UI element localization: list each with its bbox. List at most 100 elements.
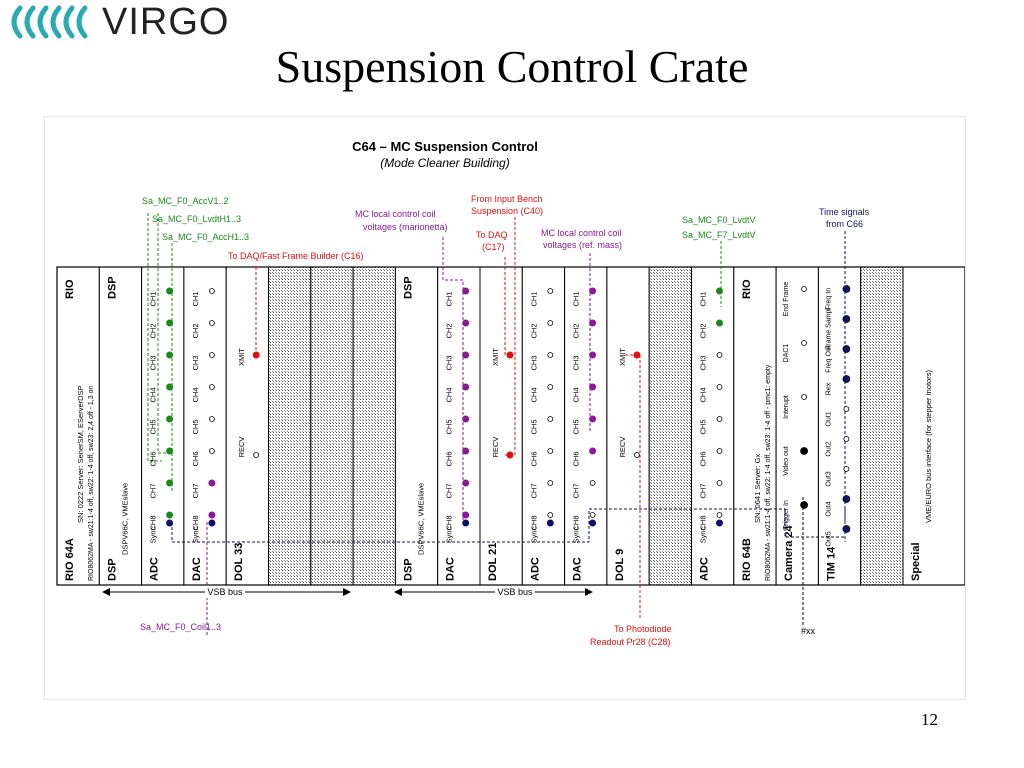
annotation-daq-c17-1: To DAQ [476,230,508,240]
annotation-mc-coil-1: MC local control coil [355,209,436,219]
annotation-acc-v: Sa_MC_F0_AccV1..2 [142,196,229,206]
empty-slot [860,266,904,586]
channel-port-adc-2-6 [547,448,554,454]
channel-dot-dac-2-5 [462,415,470,423]
io-dot-tim14-1 [842,285,851,293]
io-label-tim14-5: Out1 [825,411,832,426]
module-dol33 [225,266,269,586]
channel-label-dac-1-6: CH6 [191,451,200,466]
channel-dot-dac-3-4 [589,383,597,391]
channel-label-adc-1-8: CH8 [149,515,158,530]
io-label-tim14-2: Frame Sampl [825,308,832,350]
channel-dot-dac-3-6 [589,447,597,455]
channel-label-adc-2-6: CH6 [529,451,538,466]
channel-dot-adc-1-8 [166,511,174,519]
channel-port-adc-2-7 [547,480,554,486]
channel-port-dac-1-4 [208,384,215,390]
channel-label-dac-2-2: CH2 [445,323,454,338]
module-label-dac-2: DAC [445,557,457,581]
io-dot-tim14-3 [842,345,851,353]
crate-outline [56,266,965,586]
channel-label-dac-3-1: CH1 [572,291,581,306]
channel-label-adc-1-3: CH3 [149,355,158,370]
channel-label-adc-3-2: CH2 [699,323,708,338]
module-sub1-rio64b: SN: 0641 Server: Gx [753,454,762,523]
channel-port-dac-3-7 [589,480,596,486]
logo-text: VIRGO [102,0,230,43]
channel-label-dac-3-4: CH4 [572,387,581,402]
channel-label-dac-2-3: CH3 [445,355,454,370]
channel-port-adc-3-5 [716,416,723,422]
recv-port-dol9 [634,452,640,458]
channel-dot-adc-3-1 [716,287,723,295]
channel-port-adc-3-7 [716,480,723,486]
module-sub2-rio64a: RIO8062MA - sw21:1-4 off, sw22: 1-4 off,… [88,386,95,581]
annotation-lvdt-h: Sa_MC_F0_LvdtH1..3 [152,214,241,224]
annotation-coil: Sa_MC_F0_Coil1..3 [140,622,221,632]
xmit-label-dol33: XMIT [237,348,246,366]
channel-label-adc-1-4: CH4 [149,387,158,402]
channel-dot-dac-2-8 [462,511,470,519]
io-dot-tim14-5 [843,406,850,412]
connector-dots [166,285,851,533]
module-adc-3 [691,266,735,586]
diagram-title: C64 – MC Suspension Control [352,139,538,154]
io-dot-camera24-2 [801,340,807,346]
module-dac-3 [564,266,608,586]
module-sub1-special: VME/EURO bus interface (for stepper moto… [924,370,933,523]
module-sub1-rio64a: SN: 0222 Server: SenerSM, EServerDSP [76,385,85,523]
channel-port-dac-1-2 [208,320,215,326]
channel-label-dac-3-3: CH3 [572,355,581,370]
line-sync-bus [171,508,845,543]
channel-dot-dac-2-3 [462,351,470,359]
module-label-rio64b: RIO 64B [741,538,753,581]
crate-diagram: C64 – MC Suspension Control (Mode Cleane… [44,116,966,700]
sync-dot-adc-2 [546,519,554,527]
module-top-label-dsp-b: DSP [402,276,414,299]
io-label-camera24-2: DAC1 [783,344,790,363]
module-dac-1 [183,266,227,586]
channel-label-dac-3-7: CH7 [572,483,581,498]
module-top-label-rio64a: RIO [64,279,76,299]
channel-dot-dac-1-7 [208,479,216,487]
sync-dot-adc-3 [716,519,723,527]
channel-label-adc-3-7: CH7 [699,483,708,498]
module-label-special: Special [910,542,922,581]
io-dot-tim14-8 [842,495,851,503]
channel-port-adc-2-5 [547,416,554,422]
xmit-dot-dol21 [506,351,514,359]
module-label-dol33: DOL 33 [233,543,245,581]
channel-dot-dac-2-4 [462,383,470,391]
io-label-tim14-9: Out5 [825,531,832,546]
channel-label-dac-2-4: CH4 [445,387,454,402]
module-sub1-dsp-b: DSPV66C, VMEslave [416,483,425,555]
module-rio64b [733,266,777,586]
io-label-tim14-1: Freq In [825,288,832,310]
line-acc-v [147,213,162,462]
channel-label-adc-2-7: CH7 [529,483,538,498]
annotation-daq-c17-2: (C17) [482,242,505,252]
sync-label-adc-2: Sync [529,526,538,543]
recv-label-dol9: RECV [618,437,627,458]
annotation-acc-h: Sa_MC_F0_AccH1..3 [162,232,249,242]
channel-label-adc-1-5: CH5 [149,419,158,434]
slide-title: Suspension Control Crate [275,41,749,92]
channel-dot-dac-3-2 [589,319,597,327]
io-dot-camera24-4 [800,447,808,455]
page-number: 12 [921,710,938,729]
channel-label-adc-2-1: CH1 [529,291,538,306]
module-dol9 [606,266,650,586]
line-mc-coil [442,237,464,522]
channel-label-adc-2-3: CH3 [529,355,538,370]
channel-dot-dac-2-6 [462,447,470,455]
sync-dot-dac-2 [462,519,470,527]
virgo-waves-icon [11,5,88,39]
channel-label-adc-3-1: CH1 [699,291,708,306]
annotation-daq-ffb: To DAQ/Fast Frame Builder (C16) [228,251,364,261]
module-top-label-dsp-a: DSP [106,276,118,299]
channel-label-dac-2-8: CH8 [445,515,454,530]
channel-port-adc-2-1 [547,288,554,294]
channel-label-dac-2-6: CH6 [445,451,454,466]
channel-port-dac-1-3 [208,352,215,358]
channel-label-adc-2-8: CH8 [529,515,538,530]
